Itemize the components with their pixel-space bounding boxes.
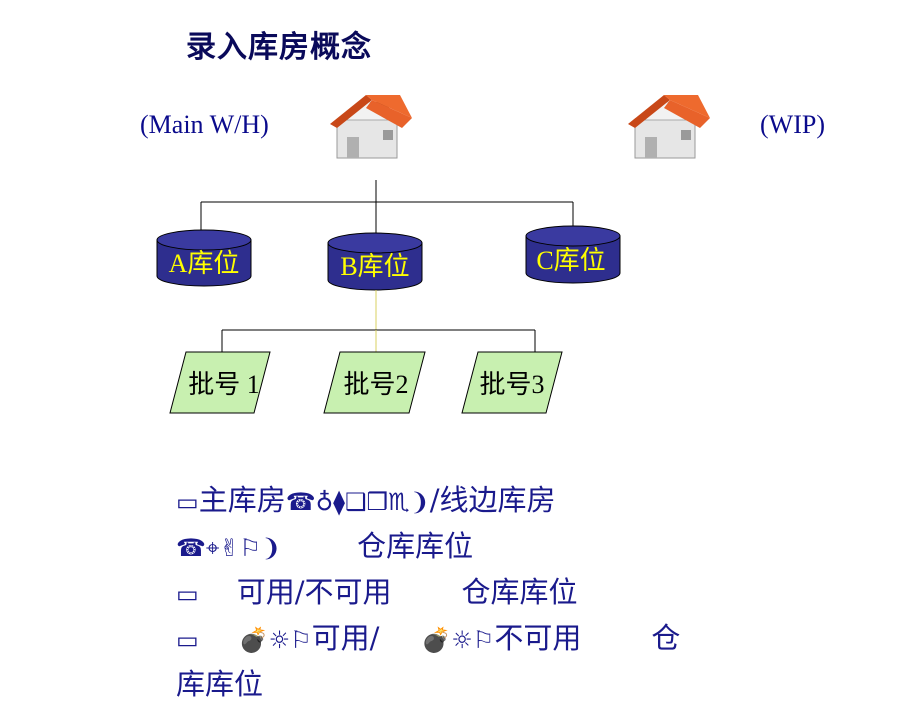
lot-shape-3 xyxy=(461,351,563,414)
bullet-text: 不可用 xyxy=(494,621,582,655)
wingding-glyphs: ☎♁⧫❑❒♏❩ xyxy=(285,488,430,516)
warehouse-to-bin-connectors xyxy=(200,180,574,236)
bin-label-c: C库位 xyxy=(536,246,605,275)
lot-label-3: 批号3 xyxy=(479,370,544,399)
bullet-text: 仓库库位 xyxy=(461,575,578,609)
bullet-text: /线边库房 xyxy=(429,483,556,517)
lot-shape-2 xyxy=(323,351,426,414)
bullet-line-1: ▭主库房☎♁⧫❑❒♏❩/线边库房 xyxy=(176,478,836,524)
bullet-icon: ▭ xyxy=(176,626,199,654)
bullet-line-3: ▭ 可用/不可用 仓库库位 xyxy=(176,570,836,616)
lot-label-1: 批号 1 xyxy=(188,370,260,399)
bullet-line-5: 库库位 xyxy=(176,662,836,706)
bullet-line-2: ☎⌖✌⚐❩ 仓库库位 xyxy=(176,524,836,570)
bullet-list: ▭主库房☎♁⧫❑❒♏❩/线边库房 ☎⌖✌⚐❩仓库库位 ▭可用/不可用仓库库位 ▭… xyxy=(176,478,836,706)
page-title: 录入库房概念 xyxy=(186,30,372,65)
bullet-text: 主库房 xyxy=(198,483,286,517)
bin-cylinder-b xyxy=(327,232,423,291)
bin-to-lot-connectors xyxy=(221,290,536,352)
bin-cylinder-c xyxy=(525,225,621,284)
warehouse-diagram: A库位 B库位 C库位 批号 1 批号2 批号3 xyxy=(156,95,710,414)
wingding-glyphs: ☎⌖✌⚐❩ xyxy=(176,534,282,562)
wip-warehouse-label: (WIP) xyxy=(760,110,825,139)
bullet-icon: ▭ xyxy=(176,488,199,516)
wip-warehouse-house-icon xyxy=(628,95,710,159)
wingding-glyphs: 💣☼⚐ xyxy=(421,626,495,654)
bullet-line-4: ▭💣☼⚐可用/💣☼⚐不可用仓 xyxy=(176,616,836,662)
bin-label-b: B库位 xyxy=(340,252,409,281)
bullet-text: 仓库库位 xyxy=(357,529,474,563)
bin-cylinder-a xyxy=(156,229,252,287)
bullet-text: 可用/不可用 xyxy=(236,575,392,609)
bin-label-a: A库位 xyxy=(169,249,240,278)
bullet-text: 库库位 xyxy=(176,667,264,701)
lot-shape-1 xyxy=(169,351,271,414)
bullet-icon: ▭ xyxy=(176,580,199,608)
main-warehouse-label: (Main W/H) xyxy=(140,110,269,139)
lot-label-2: 批号2 xyxy=(343,370,408,399)
wingding-glyphs: 💣☼⚐ xyxy=(238,626,312,654)
main-warehouse-house-icon xyxy=(330,95,412,159)
bullet-text: 可用/ xyxy=(311,621,380,655)
bullet-text: 仓 xyxy=(651,621,681,655)
